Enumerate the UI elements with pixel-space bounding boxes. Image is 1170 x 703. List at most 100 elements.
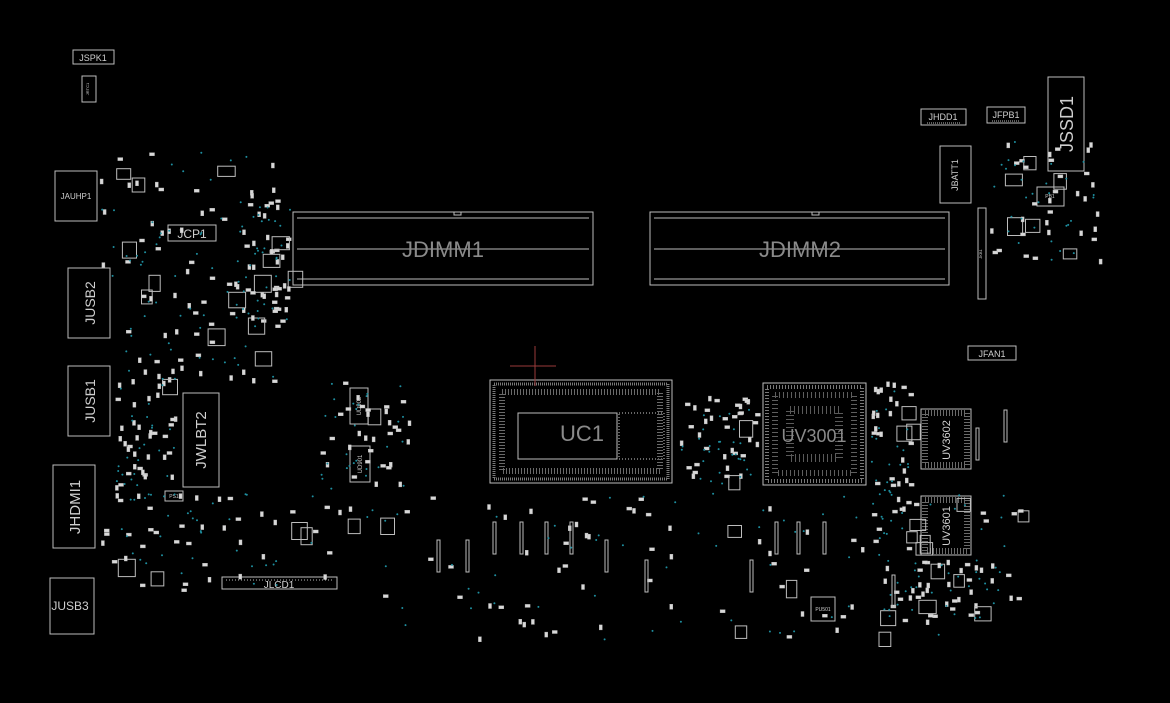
inductor-component	[604, 539, 609, 573]
connector-jspk1[interactable]: JSPK1	[72, 49, 115, 65]
connector-jfan1[interactable]: JFAN1	[967, 345, 1017, 361]
passive-component	[917, 568, 923, 572]
passive-component	[168, 423, 174, 427]
via	[730, 619, 733, 622]
connector-jhdmi1[interactable]: JHDMI1	[52, 464, 96, 549]
passive-component	[974, 603, 978, 609]
chip-uv3602[interactable]: UV3602	[920, 408, 972, 470]
passive-component	[127, 182, 131, 188]
connector-jfpb1[interactable]: JFPB1	[986, 106, 1026, 124]
via	[245, 276, 247, 279]
connector-jusb3[interactable]: JUSB3	[49, 577, 95, 635]
connector-jusb2[interactable]: JUSB2	[67, 267, 111, 339]
via	[1050, 258, 1053, 261]
chip-pu501[interactable]: PU501	[810, 596, 836, 622]
chip-uv3601[interactable]: UV3601	[920, 495, 972, 556]
passive-component	[727, 525, 743, 538]
connector-jkb1[interactable]: JKB1	[977, 207, 987, 300]
connector-jusb1[interactable]: JUSB1	[67, 365, 111, 437]
via	[172, 446, 175, 449]
via	[258, 206, 261, 209]
via	[890, 493, 893, 496]
inductor-component	[436, 539, 441, 573]
passive-component	[529, 508, 533, 515]
inductor-component	[891, 574, 896, 608]
via	[404, 624, 407, 627]
jcp1-label: JCP1	[177, 227, 207, 241]
via	[174, 275, 177, 277]
passive-component	[365, 460, 371, 464]
passive-component	[968, 613, 974, 617]
passive-component	[272, 309, 278, 313]
passive-component	[262, 213, 267, 219]
passive-component	[222, 525, 227, 531]
connector-jcp1[interactable]: JCP1	[167, 224, 217, 242]
passive-component	[901, 406, 917, 421]
connector-jssd1[interactable]: JSSD1	[1047, 76, 1085, 172]
passive-component	[883, 578, 887, 584]
via	[125, 350, 128, 353]
passive-component	[919, 534, 931, 554]
via	[1070, 219, 1072, 222]
via	[1013, 141, 1016, 143]
passive-component	[383, 594, 389, 598]
via	[651, 629, 654, 632]
uv3602-label: UV3602	[941, 420, 953, 460]
via	[896, 581, 899, 584]
via	[802, 530, 805, 533]
via	[288, 279, 291, 281]
passive-component	[135, 180, 139, 187]
passive-component	[914, 502, 920, 507]
via	[793, 630, 796, 633]
chip-pb1[interactable]: PB1	[1036, 186, 1065, 207]
connector-jbatt1[interactable]: JBATT1	[939, 145, 972, 204]
connector-jhdd1[interactable]: JHDD1	[920, 108, 967, 126]
passive-component	[392, 425, 398, 429]
via	[251, 565, 253, 568]
chip-uc1[interactable]: UC1	[489, 379, 673, 484]
via	[906, 428, 909, 431]
connector-jwlbt2[interactable]: JWLBT2	[182, 392, 220, 488]
passive-component	[132, 420, 136, 426]
slot-jdimm1[interactable]: JDIMM1	[292, 211, 594, 286]
passive-component	[911, 588, 915, 594]
passive-component	[748, 436, 752, 443]
passive-component	[179, 524, 185, 528]
connector-jrtc1[interactable]: JRTC1	[81, 75, 97, 103]
via	[229, 159, 232, 162]
passive-component	[139, 238, 145, 243]
via	[748, 408, 750, 411]
chip-uv3001[interactable]: UV3001	[762, 382, 867, 486]
via	[887, 559, 890, 562]
passive-component	[918, 599, 937, 615]
connector-jlcd1[interactable]: JLCD1	[221, 576, 338, 591]
passive-component	[563, 541, 569, 545]
chip-ud902[interactable]: UD902	[349, 387, 369, 425]
via	[366, 516, 369, 518]
passive-component	[1057, 174, 1064, 179]
passive-component	[162, 434, 169, 439]
via	[158, 449, 161, 452]
via	[280, 244, 283, 247]
chip-ps1[interactable]: PS1	[164, 490, 184, 502]
via	[275, 256, 278, 259]
passive-component	[1023, 254, 1029, 258]
via	[254, 325, 257, 328]
passive-component	[897, 597, 904, 601]
passive-component	[202, 563, 208, 567]
passive-component	[1098, 258, 1103, 265]
via	[880, 515, 883, 518]
chip-ud901[interactable]: UD901	[349, 445, 371, 483]
via	[321, 477, 324, 480]
via	[252, 582, 255, 585]
passive-component	[235, 517, 242, 521]
passive-component	[167, 377, 172, 383]
via	[901, 512, 904, 514]
via	[145, 562, 148, 565]
slot-jdimm2[interactable]: JDIMM2	[649, 211, 950, 286]
via	[913, 569, 916, 572]
connector-jauhp1[interactable]: JAUHP1	[54, 170, 98, 222]
passive-component	[649, 547, 655, 551]
passive-component	[897, 481, 901, 487]
